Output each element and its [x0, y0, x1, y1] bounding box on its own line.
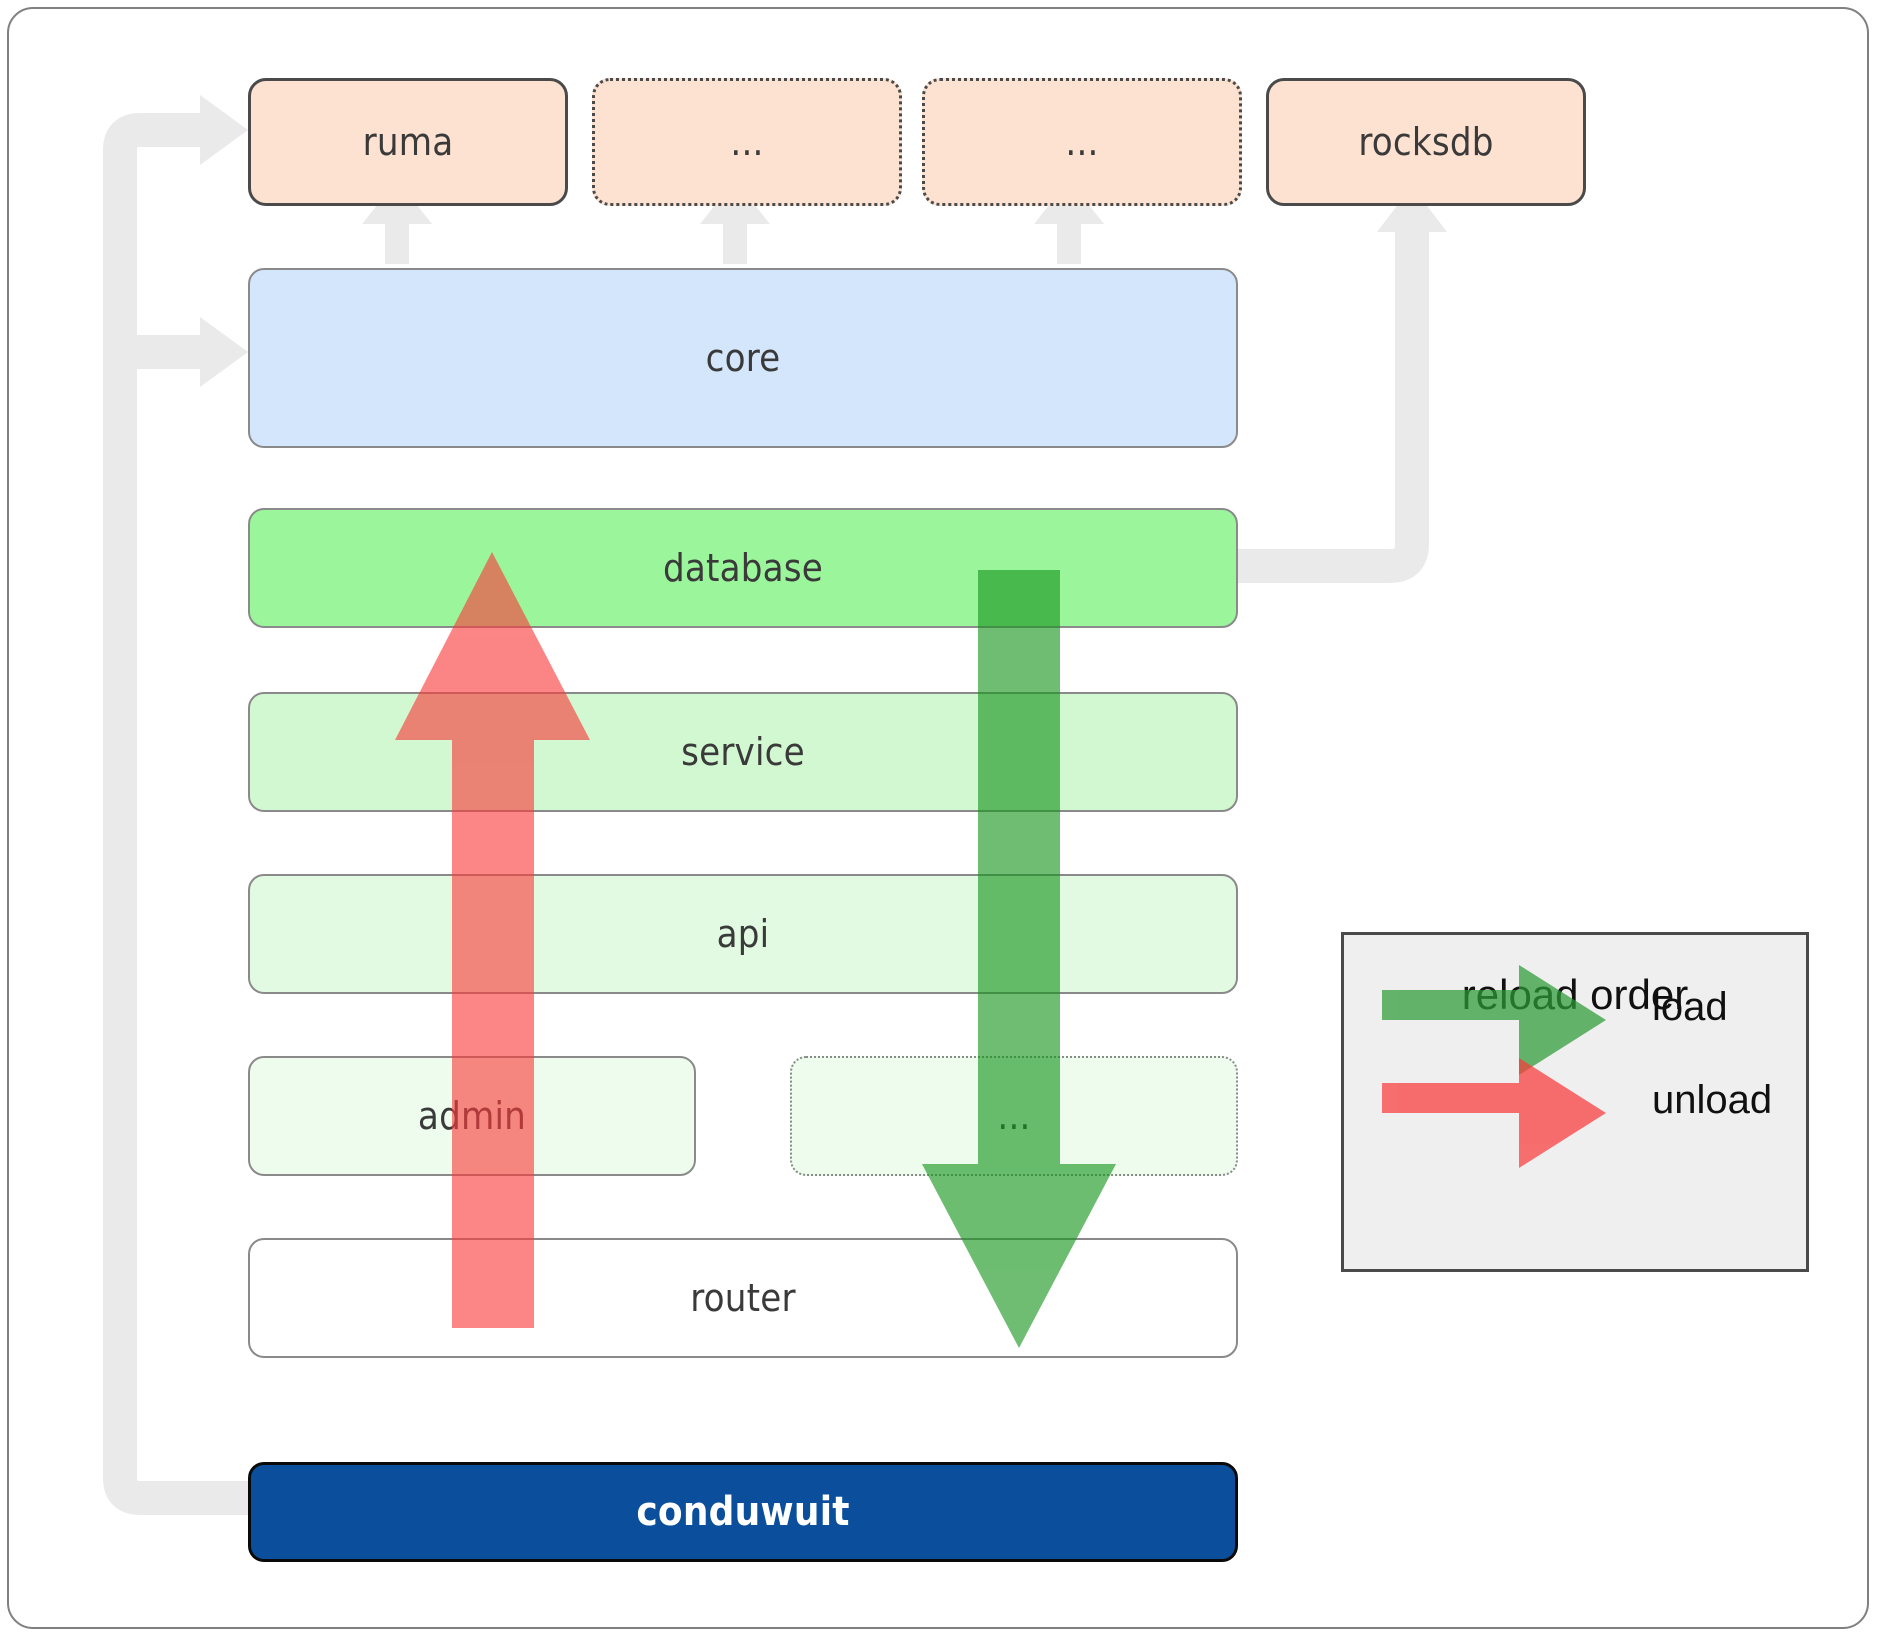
node-ruma-label: ruma: [362, 120, 454, 164]
node-dep-ellipsis-2-label: ...: [1065, 120, 1099, 164]
node-conduwuit-label: conduwuit: [636, 1489, 850, 1535]
node-core[interactable]: core: [248, 268, 1238, 448]
node-api[interactable]: api: [248, 874, 1238, 994]
node-router-label: router: [690, 1276, 796, 1320]
node-api-label: api: [716, 912, 770, 956]
legend-label-load: load: [1652, 985, 1728, 1029]
node-rocksdb[interactable]: rocksdb: [1266, 78, 1586, 206]
node-stack-ellipsis[interactable]: ...: [790, 1056, 1238, 1176]
legend-panel: reload order load unload: [1341, 932, 1809, 1272]
diagram-frame: [7, 7, 1869, 1629]
node-database[interactable]: database: [248, 508, 1238, 628]
node-ruma[interactable]: ruma: [248, 78, 568, 206]
node-rocksdb-label: rocksdb: [1358, 120, 1494, 164]
node-core-label: core: [705, 336, 781, 380]
node-admin[interactable]: admin: [248, 1056, 696, 1176]
node-dep-ellipsis-1[interactable]: ...: [592, 78, 902, 206]
legend-label-unload: unload: [1652, 1078, 1773, 1122]
node-conduwuit[interactable]: conduwuit: [248, 1462, 1238, 1562]
node-service[interactable]: service: [248, 692, 1238, 812]
legend-title: reload order: [1461, 971, 1689, 1018]
node-dep-ellipsis-2[interactable]: ...: [922, 78, 1242, 206]
node-admin-label: admin: [417, 1094, 527, 1138]
legend-arrow-unload: [1382, 1058, 1606, 1168]
node-stack-ellipsis-label: ...: [997, 1094, 1031, 1138]
node-service-label: service: [681, 730, 805, 774]
node-database-label: database: [662, 546, 824, 590]
node-dep-ellipsis-1-label: ...: [730, 120, 764, 164]
node-router[interactable]: router: [248, 1238, 1238, 1358]
